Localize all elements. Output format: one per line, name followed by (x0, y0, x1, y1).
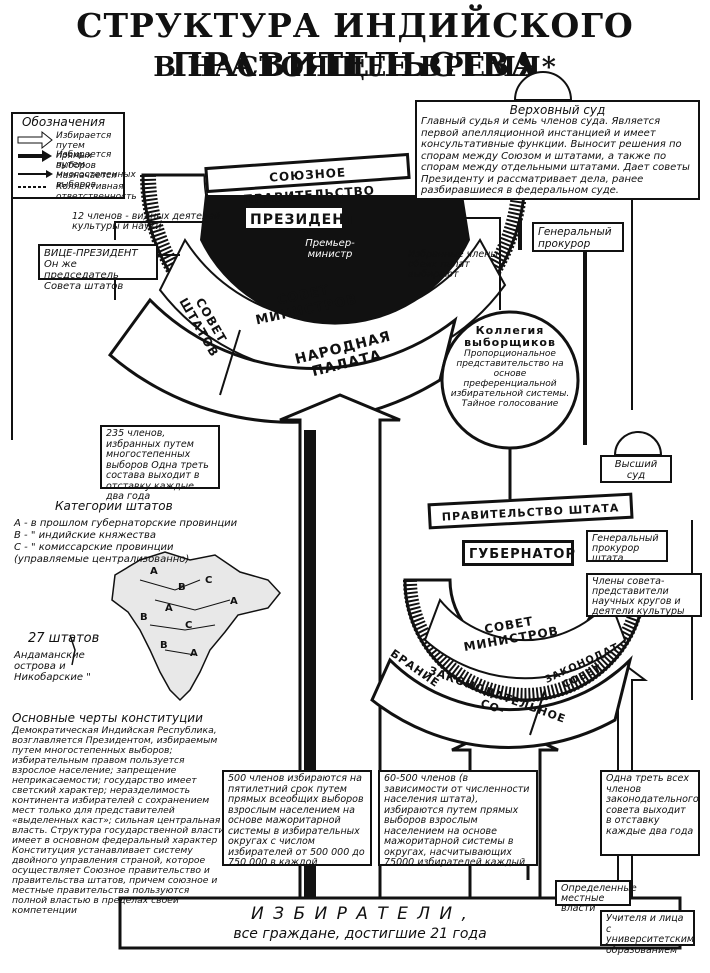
map-letter: А (190, 648, 198, 659)
governor-box: ГУБЕРНАТОР (462, 540, 575, 566)
high-court-box: Высший суд (600, 455, 672, 483)
supreme-court-text: Главный судья и семь членов суда. Являет… (421, 116, 690, 196)
islands-label: Андаманские острова и Никобарские " (14, 650, 91, 683)
voters-heading: И З Б И Р А Т Е Л И , (251, 904, 469, 924)
electoral-college-heading: Коллегия выборщиков (464, 324, 556, 349)
state-attorney-box: Генеральный прокурор штата (586, 530, 668, 564)
legend-item-collective: Коллективная ответственность (56, 182, 137, 202)
map-letter: А (150, 566, 158, 577)
india-map (69, 551, 281, 702)
voters-sub: все граждане, достигшие 21 года (233, 926, 487, 942)
chief-minister-label: Главный министр (498, 574, 542, 595)
members-12-note: 12 членов - видных деятелей культуры и н… (72, 211, 221, 232)
president-box: ПРЕЗИДЕНТ (243, 205, 355, 231)
members-500-box: 500 членов избираются на пятилетний срок… (222, 770, 372, 868)
certain-local-box: Определенные местные власти (555, 880, 637, 914)
state-categories-heading: Категории штатов (55, 499, 173, 513)
legend-item-multistage: Избирается путем многостепенных выборов (56, 150, 136, 190)
page-subtitle: В НАСТОЯЩЕЕ ВРЕМЯ* (153, 52, 557, 83)
union-arc (107, 173, 528, 424)
attorney-general-box: Генеральный прокурор (532, 222, 624, 252)
legend-heading: Обозначения (22, 115, 106, 129)
electoral-college: Коллегия выборщиков Пропорциональное пре… (448, 324, 572, 410)
map-letter: С (185, 620, 193, 631)
supreme-court-box: Верховный суд Главный судья и семь члено… (415, 100, 700, 200)
state-category-b: В - " индийские княжества (14, 530, 157, 541)
map-letter: С (205, 575, 213, 586)
one-third-box: Одна треть всех членов законодательного … (600, 770, 700, 856)
constitution-text: Демократическая Индийская Республика, во… (12, 725, 225, 916)
map-letter: А (165, 603, 173, 614)
electoral-college-text: Пропорциональное представительство на ос… (450, 349, 570, 409)
legend-item-direct: Избирается путем прямых выборов (56, 131, 112, 171)
teachers-box: Учителя и лица с университетским образов… (600, 910, 695, 955)
map-letter: В (178, 582, 186, 593)
map-letter: В (160, 640, 168, 651)
map-letter: А (230, 596, 238, 607)
constitution-heading: Основные черты конституции (12, 711, 203, 725)
state-category-a: А - в прошлом губернаторские провинции (14, 518, 238, 529)
supreme-court-heading: Верховный суд (509, 103, 606, 117)
state-category-c2: (управляемые централизованно) (14, 554, 190, 565)
vice-president-box: ВИЦЕ-ПРЕЗИДЕНТ Он же председатель Совета… (38, 244, 158, 292)
map-letter: В (140, 612, 148, 623)
legend-item-appointed: Назначается (56, 171, 117, 181)
council-members-box: Члены совета-представители научных круго… (586, 573, 702, 617)
page-title: СТРУКТУРА ИНДИЙСКОГО ПРАВИТЕЛЬСТВА (76, 6, 634, 84)
states-27-label: 27 штатов (28, 631, 100, 646)
elected-members-note: Избранные члены обеих палат выбирают (408, 249, 498, 280)
prime-minister-label: Премьер-министр (305, 238, 355, 260)
members-60-500-box: 60-500 членов (в зависимости от численно… (378, 770, 538, 868)
members-235-box: 235 членов, избранных путем многостепенн… (100, 425, 220, 502)
state-category-c: С - " комиссарские провинции (14, 542, 174, 553)
